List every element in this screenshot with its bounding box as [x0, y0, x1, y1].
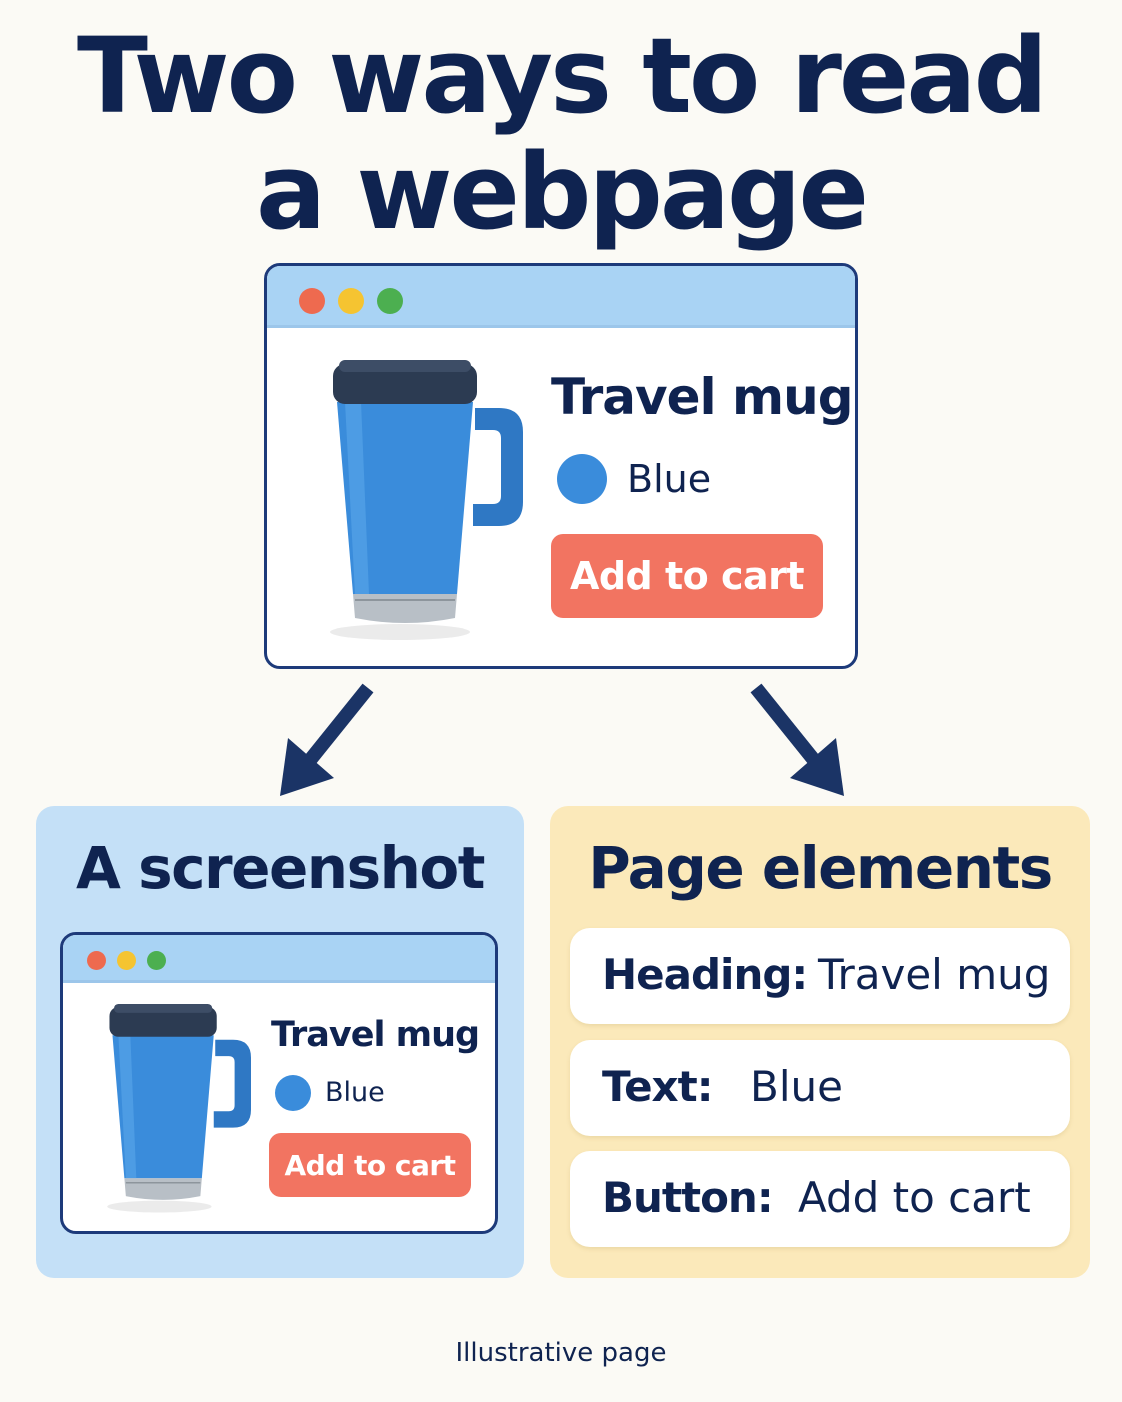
color-label: Blue [325, 1077, 385, 1108]
add-to-cart-button: Add to cart [269, 1133, 471, 1197]
maximize-dot-icon [147, 951, 166, 970]
screenshot-browser-window: Travel mug Blue Add to cart [60, 932, 498, 1234]
minimize-dot-icon [117, 951, 136, 970]
close-dot-icon [299, 288, 325, 314]
arrow-down-left-icon [280, 683, 374, 796]
maximize-dot-icon [377, 288, 403, 314]
title-line-2: a webpage [255, 131, 869, 253]
element-type-label: Heading: [602, 950, 808, 999]
element-type-label: Text: [602, 1062, 714, 1111]
product-title: Travel mug [271, 1015, 480, 1055]
minimize-dot-icon [338, 288, 364, 314]
element-type-label: Button: [602, 1173, 774, 1222]
element-row-button: Button: Add to cart [570, 1151, 1070, 1247]
browser-title-bar [63, 935, 495, 983]
element-value: Add to cart [798, 1173, 1031, 1222]
element-row-heading: Heading: Travel mug [570, 928, 1070, 1024]
color-swatch[interactable] [557, 454, 607, 504]
close-dot-icon [87, 951, 106, 970]
add-to-cart-button[interactable]: Add to cart [551, 534, 823, 618]
element-value: Travel mug [818, 950, 1051, 999]
page-elements-heading: Page elements [588, 834, 1053, 902]
title-line-1: Two ways to read [76, 15, 1048, 137]
travel-mug-image [107, 1003, 251, 1213]
color-label: Blue [627, 457, 712, 501]
color-swatch [275, 1075, 311, 1111]
product-title: Travel mug [551, 368, 854, 426]
element-row-text: Text: Blue [570, 1040, 1070, 1136]
arrow-down-right-icon [750, 683, 844, 796]
browser-title-bar [267, 266, 855, 328]
page-title: Two ways to read a webpage [0, 18, 1122, 250]
main-browser-window: Travel mug Blue Add to cart [264, 263, 858, 669]
element-value: Blue [750, 1062, 843, 1111]
screenshot-heading: A screenshot [76, 834, 485, 902]
travel-mug-image [330, 360, 523, 640]
caption: Illustrative page [455, 1338, 667, 1368]
